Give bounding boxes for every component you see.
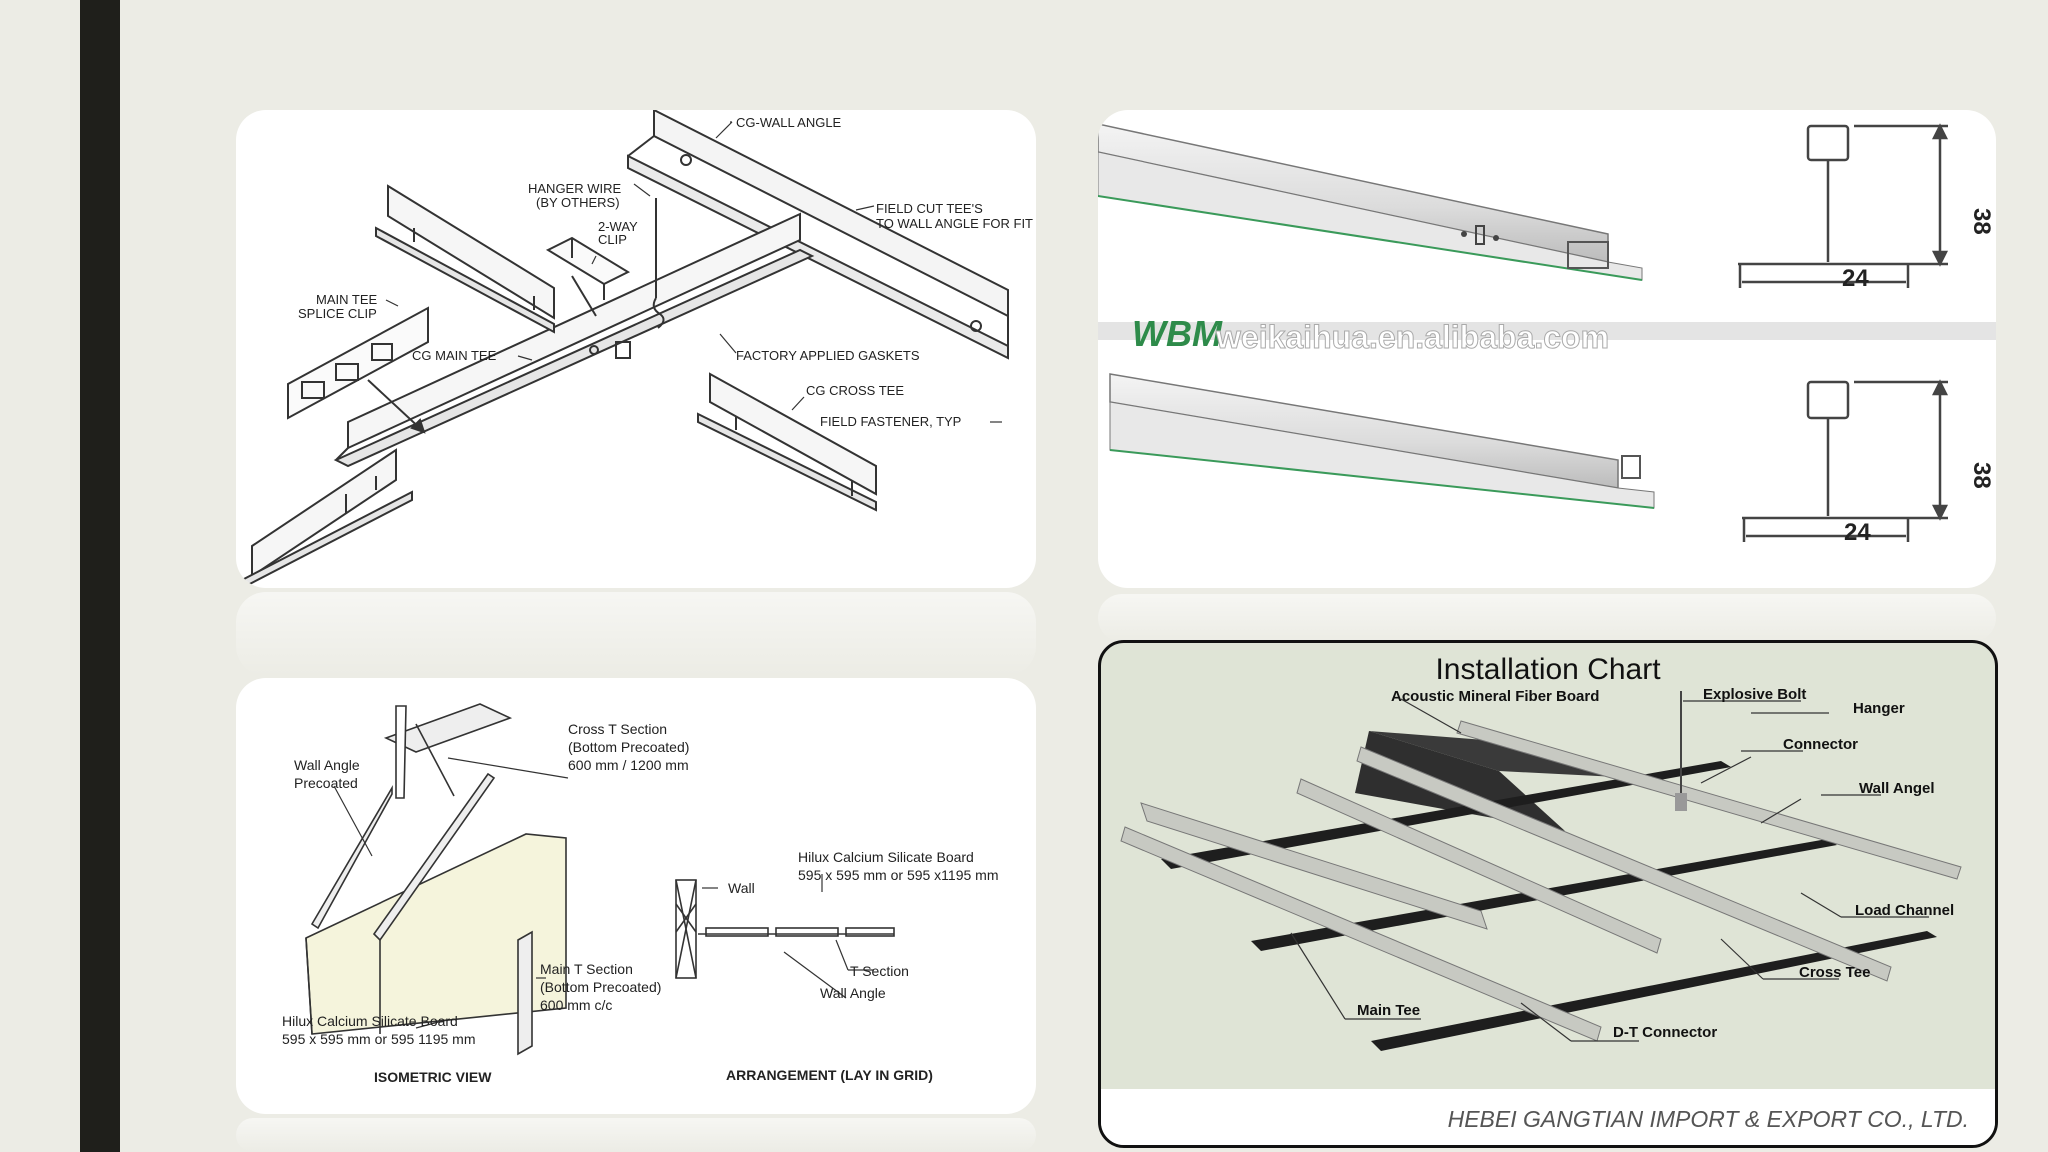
label-hilux-left-1: Hilux Calcium Silicate Board (282, 1013, 458, 1029)
isometric-drawing: Cross T Section (Bottom Precoated) 600 m… (282, 703, 999, 1085)
tee-profile-reflection (1098, 594, 1996, 642)
arrangement-caption: ARRANGEMENT (LAY IN GRID) (726, 1067, 933, 1083)
watermark-logo: WBM (1132, 313, 1223, 354)
isometric-panel: Cross T Section (Bottom Precoated) 600 m… (236, 678, 1036, 1114)
label-factory-gaskets: FACTORY APPLIED GASKETS (736, 348, 920, 363)
exploded-grid-reflection (236, 592, 1036, 676)
label-fiber-board: Acoustic Mineral Fiber Board (1391, 688, 1599, 705)
label-cross-t-2: (Bottom Precoated) (568, 739, 689, 755)
label-hilux-right-1: Hilux Calcium Silicate Board (798, 849, 974, 865)
label-hanger: Hanger (1853, 700, 1905, 717)
slide-accent-bar (80, 0, 120, 1152)
top-profile-height: 38 (1968, 208, 1995, 235)
installation-chart-panel: Installation Chart (1098, 640, 1998, 1148)
label-field-cut-2: TO WALL ANGLE FOR FIT (876, 216, 1033, 231)
label-cg-cross-tee: CG CROSS TEE (806, 383, 904, 398)
label-wall: Wall (728, 880, 755, 896)
label-hilux-right-2: 595 x 595 mm or 595 x1195 mm (798, 867, 999, 883)
label-cross-tee: Cross Tee (1799, 964, 1870, 981)
bottom-profile-width: 24 (1844, 519, 1871, 546)
label-connector: Connector (1783, 736, 1858, 753)
label-wall-angel: Wall Angel (1859, 780, 1935, 797)
label-wall-angle-2: Precoated (294, 775, 358, 791)
label-cg-wall-angle: CG-WALL ANGLE (736, 115, 842, 130)
label-field-cut-1: FIELD CUT TEE'S (876, 201, 983, 216)
bottom-profile-height: 38 (1968, 462, 1995, 489)
exploded-grid-drawing: CG-WALL ANGLE HANGER WIRE (BY OTHERS) 2-… (241, 110, 1033, 588)
label-cg-main-tee: CG MAIN TEE (412, 348, 497, 363)
label-hanger-wire-2: (BY OTHERS) (536, 195, 620, 210)
label-t-section: T Section (850, 963, 909, 979)
label-2way-2: CLIP (598, 232, 627, 247)
label-main-tee: Main Tee (1357, 1002, 1420, 1019)
top-profile-width: 24 (1842, 265, 1869, 292)
label-main-t-1: Main T Section (540, 961, 633, 977)
label-load-channel: Load Channel (1855, 902, 1954, 919)
label-main-tee-splice-1: MAIN TEE (316, 292, 377, 307)
installation-chart-drawing: Installation Chart (1101, 653, 1995, 1145)
label-explosive-bolt: Explosive Bolt (1703, 686, 1806, 703)
label-wall-angle-arrangement: Wall Angle (820, 985, 886, 1001)
label-hilux-left-2: 595 x 595 mm or 595 1195 mm (282, 1031, 476, 1047)
label-main-tee-splice-2: SPLICE CLIP (298, 306, 377, 321)
label-main-t-2: (Bottom Precoated) (540, 979, 661, 995)
label-2way-1: 2-WAY (598, 219, 638, 234)
watermark-url: weikaihua.en.alibaba.com (1215, 319, 1609, 355)
label-cross-t-3: 600 mm / 1200 mm (568, 757, 689, 773)
isometric-reflection (236, 1118, 1036, 1152)
label-cross-t-1: Cross T Section (568, 721, 667, 737)
label-wall-angle-1: Wall Angle (294, 757, 360, 773)
isometric-view-caption: ISOMETRIC VIEW (374, 1069, 492, 1085)
installation-chart-title: Installation Chart (1435, 653, 1661, 686)
label-field-fastener: FIELD FASTENER, TYP (820, 414, 961, 429)
tee-profile-drawing: 24 38 24 38 WBM weikaihua.en.alibaba.com (1098, 123, 1996, 546)
company-footer: HEBEI GANGTIAN IMPORT & EXPORT CO., LTD. (1448, 1106, 1969, 1132)
label-dt-connector: D-T Connector (1613, 1024, 1717, 1041)
exploded-grid-panel: CG-WALL ANGLE HANGER WIRE (BY OTHERS) 2-… (236, 110, 1036, 588)
tee-profile-panel: 24 38 24 38 WBM weikaihua.en.alibaba.com (1098, 110, 1996, 588)
label-hanger-wire-1: HANGER WIRE (528, 181, 622, 196)
label-main-t-3: 600 mm c/c (540, 997, 612, 1013)
